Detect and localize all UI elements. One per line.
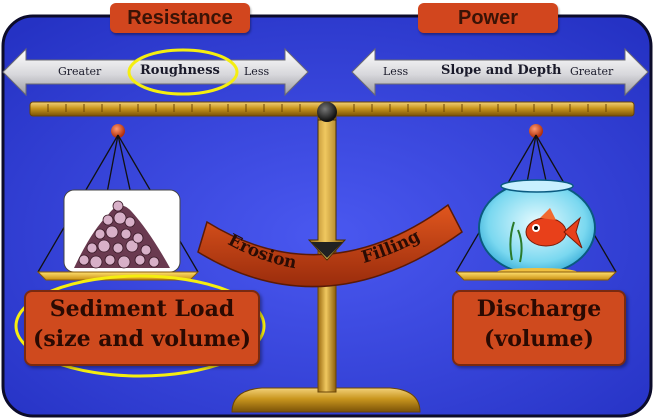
pointer-arrow — [311, 242, 343, 258]
discharge-subtitle: (volume) — [484, 326, 594, 352]
sediment-load-subtitle: (size and volume) — [32, 326, 252, 352]
right-pan-knob — [529, 124, 543, 138]
slope-depth-title: Slope and Depth — [441, 63, 562, 78]
sediment-pile-image — [74, 200, 170, 269]
scale-base — [231, 387, 421, 413]
slope-less-label: Less — [383, 65, 409, 78]
roughness-greater-label: Greater — [58, 65, 102, 78]
left-pan-knob — [111, 124, 125, 138]
discharge-title: Discharge — [476, 296, 602, 322]
resistance-tab: Resistance — [110, 3, 250, 33]
sediment-load-highlight — [14, 274, 266, 378]
discharge-box: Discharge (volume) — [452, 290, 626, 366]
goldfish-bowl-image — [478, 179, 596, 276]
roughness-title: Roughness — [140, 63, 220, 78]
erosion-filling-arc — [197, 203, 463, 288]
sediment-load-title: Sediment Load — [49, 296, 235, 322]
power-tab: Power — [418, 3, 558, 33]
slope-greater-label: Greater — [570, 65, 614, 78]
slope-depth-arrow — [351, 47, 649, 97]
roughness-highlight — [127, 48, 239, 96]
roughness-less-label: Less — [244, 65, 270, 78]
right-pan-tray — [454, 271, 618, 281]
beam-ticks — [47, 104, 607, 112]
pivot-knob — [317, 102, 337, 122]
sediment-load-box: Sediment Load (size and volume) — [24, 290, 260, 366]
